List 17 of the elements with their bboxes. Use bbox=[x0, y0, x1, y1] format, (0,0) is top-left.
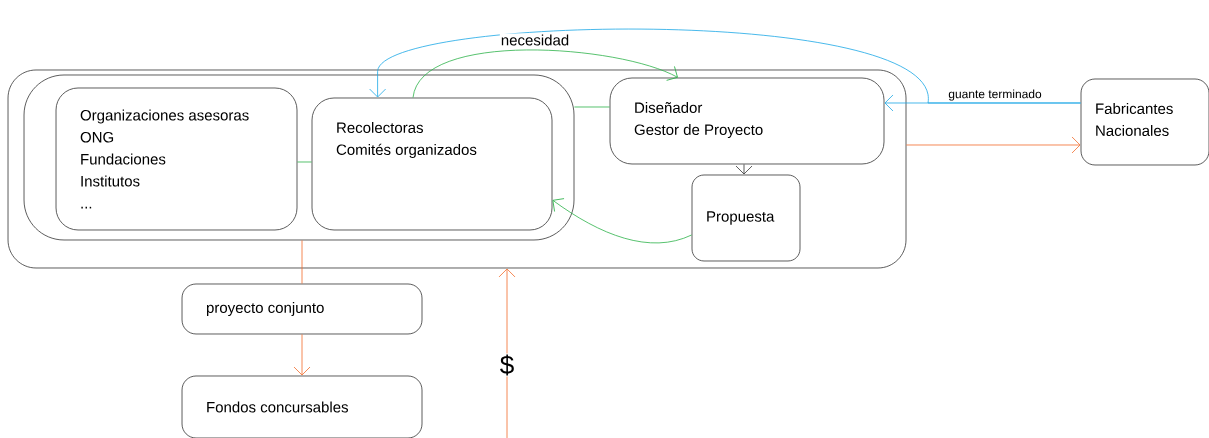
process-box: Recolectoras Comités organizados bbox=[311, 97, 553, 231]
arrow bbox=[412, 49, 678, 98]
arrow bbox=[369, 28, 1081, 104]
arrow bbox=[552, 198, 692, 244]
process-box: Fabricantes Nacionales bbox=[1080, 78, 1209, 166]
process-box: Diseñador Gestor de Proyecto bbox=[609, 77, 885, 165]
process-box: Organizaciones asesoras ONG Fundaciones Institutos ... bbox=[55, 87, 298, 231]
arrow bbox=[906, 136, 1081, 154]
group-box bbox=[23, 74, 575, 241]
group-box bbox=[7, 69, 907, 269]
process-box: Propuesta bbox=[691, 174, 801, 262]
arrow bbox=[293, 334, 311, 376]
edge-label: $ bbox=[498, 353, 516, 377]
edge-label: necesidad bbox=[499, 33, 571, 47]
process-box: Fondos concursables bbox=[181, 375, 423, 438]
edge-label: guante terminado bbox=[947, 88, 1043, 102]
process-box: proyecto conjunto bbox=[181, 283, 423, 335]
